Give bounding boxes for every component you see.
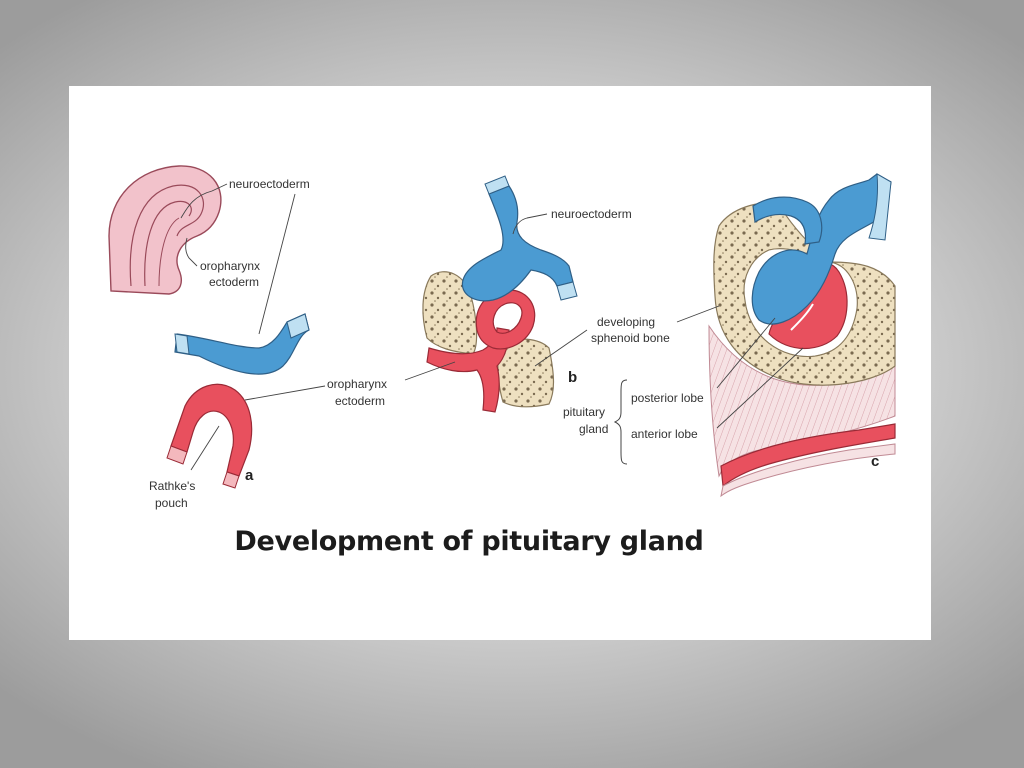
label-anterior-lobe: anterior lobe [631, 427, 698, 441]
panel-tag-c: c [871, 453, 879, 470]
panel-tag-a: a [245, 467, 254, 484]
label-rathke-1: Rathke's [149, 479, 195, 493]
leader-anterior-lobe [716, 347, 804, 429]
leader-sphenoid-b [534, 329, 588, 367]
leader-oropharynx-a [185, 237, 198, 267]
label-oropharynx-a-1: oropharynx [200, 259, 260, 273]
pituitary-cleft-c [790, 303, 814, 331]
leader-sphenoid-c [676, 305, 720, 323]
neuroectoderm-end-right-a [286, 313, 310, 339]
leader-posterior-lobe [716, 317, 776, 389]
label-oropharynx-a-2: ectoderm [209, 275, 259, 289]
panel-c: pituitary gland posterior lobe anterior … [563, 173, 896, 498]
embryo-head [108, 165, 222, 295]
leader-neuroectoderm-b [512, 213, 548, 235]
leader-rathke [190, 425, 220, 471]
panel-b: neuroectoderm developing sphenoid bone o… [244, 175, 670, 413]
neuroectoderm-b-end-top [484, 175, 510, 195]
label-sphenoid-b-1: developing [597, 315, 655, 329]
rathkes-pouch-end-left [166, 445, 188, 465]
rathkes-pouch-end-right [222, 471, 240, 489]
neuroectoderm-b [461, 185, 574, 302]
label-sphenoid-b-2: sphenoid bone [591, 331, 670, 345]
oral-band-c [720, 423, 896, 488]
leader-neuroectoderm-a [180, 183, 228, 219]
label-pituitary-2: gland [579, 422, 608, 436]
leader-neuroectoderm-a-band [258, 193, 296, 335]
label-rathke-2: pouch [155, 496, 188, 510]
leader-oropharynx-b [404, 361, 456, 381]
label-neuroectoderm-a: neuroectoderm [229, 177, 310, 191]
neuroectoderm-branch-c [752, 196, 823, 245]
embryo-brain-fold [129, 184, 204, 287]
panel-a: neuroectoderm oropharynx ectoderm Rathke… [108, 165, 310, 510]
pituitary-development-diagram: neuroectoderm oropharynx ectoderm Rathke… [108, 165, 896, 510]
label-neuroectoderm-b: neuroectoderm [551, 207, 632, 221]
oral-ectoderm-b [426, 327, 510, 413]
label-oropharynx-b-1: oropharynx [327, 377, 387, 391]
pituitary-brace [613, 379, 628, 465]
neuroectoderm-end-left-a [174, 333, 190, 355]
label-pituitary-1: pituitary [563, 405, 605, 419]
panel-tag-b: b [568, 369, 577, 386]
leader-oropharynx-shared [244, 385, 326, 401]
neuroectoderm-end-c [868, 173, 892, 241]
embryo-inner-line [158, 217, 180, 287]
slide-panel: neuroectoderm oropharynx ectoderm Rathke… [69, 86, 931, 640]
label-posterior-lobe: posterior lobe [631, 391, 704, 405]
label-oropharynx-b-2: ectoderm [335, 394, 385, 408]
embryo-neural-tube [144, 200, 192, 287]
neuroectoderm-b-end-right [556, 281, 578, 301]
oral-band-lower-c [720, 443, 896, 498]
slide-title: Development of pituitary gland [234, 526, 704, 557]
